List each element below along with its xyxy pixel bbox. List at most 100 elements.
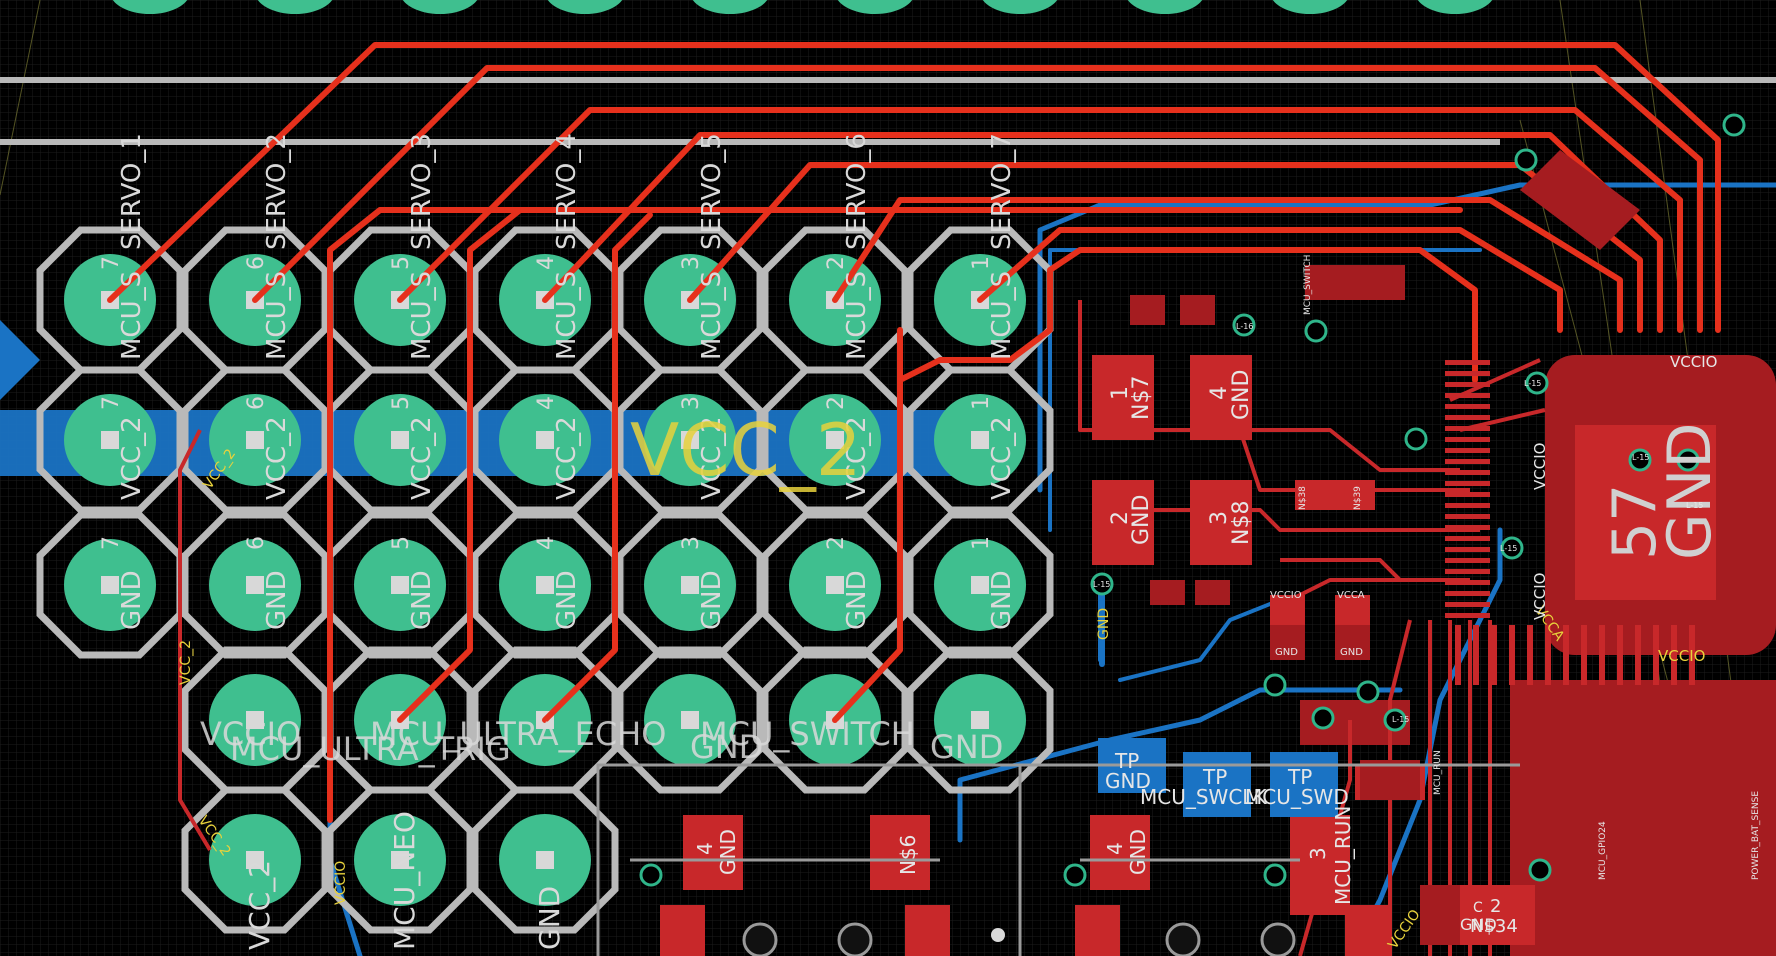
lower-pad-outline (181, 786, 329, 934)
test-points (1098, 738, 1338, 817)
tp-swd-pad[interactable] (1270, 752, 1338, 817)
via (1304, 319, 1328, 343)
vcc-pin-label: VCC_2 (987, 416, 1017, 500)
component-2-gnd (1092, 480, 1154, 565)
ic-pin (1445, 492, 1490, 497)
lower-pad-outline (616, 646, 764, 794)
header-pad-drill (101, 431, 119, 449)
lower-pad-outline (906, 646, 1054, 794)
test-point-labels: TP GND TP MCU_SWCLK TP MCU_SWD (1105, 749, 1349, 809)
gnd-pad-label-2: GND (1126, 829, 1150, 875)
pin4-label-1: 4 (693, 842, 717, 855)
gnd-pin-label: GND (407, 570, 437, 630)
lower-row-label: MCU_SWITCH (700, 715, 915, 753)
lower-bottom-label: VCC_2 (243, 860, 276, 950)
ic-pin (1445, 404, 1490, 409)
ic-pin (1445, 360, 1490, 365)
ns39-label: N$39 (1353, 486, 1363, 510)
vcca-cap-label: VCCA (1337, 590, 1365, 601)
gnd-cap-label-1: GND (1275, 647, 1298, 658)
vias (639, 113, 1746, 887)
ns38-label: N$38 (1298, 486, 1308, 510)
ic-pin (1473, 625, 1479, 685)
header-pad-drill (391, 576, 409, 594)
mcu-run-small-label: MCU_RUN (1433, 750, 1443, 795)
header-pad-drill (536, 576, 554, 594)
ic-pin (1445, 547, 1490, 552)
mcu-pin-label: MCU_S (697, 271, 727, 360)
pin-number-label: 3 (679, 536, 704, 550)
ns34-label: N$34 (1470, 916, 1518, 937)
header-pad-outline (906, 511, 1054, 659)
lower-pad-outline (761, 646, 909, 794)
pin-number-label: 6 (244, 536, 269, 550)
servo-pin-label: SERVO_3 (407, 133, 437, 250)
ic-pin (1445, 415, 1490, 420)
vcc-pin-label: VCC_2 (407, 416, 437, 500)
header-pad-drill (971, 431, 989, 449)
lower-pad-drill (391, 851, 409, 869)
ic-pin (1445, 602, 1490, 607)
module-outlines (596, 763, 1520, 956)
vcc-pin-label: VCC_2 (262, 416, 292, 500)
via (1232, 313, 1256, 337)
via (1628, 448, 1652, 472)
ic-pin (1671, 625, 1677, 685)
ic-pin (1527, 625, 1533, 685)
tp-swclk-pad[interactable] (1183, 752, 1251, 817)
ic-pin (1563, 625, 1569, 685)
header-pad-outline (906, 366, 1054, 514)
gnd4-label: GND (1229, 370, 1254, 420)
ic-pin (1445, 503, 1490, 508)
servo-pin-label: SERVO_7 (987, 133, 1017, 250)
ic-pin (1445, 613, 1490, 618)
header-pad-outline (181, 366, 329, 514)
mcu-pin-label: MCU_S (262, 271, 292, 360)
gnd-pin-label: GND (987, 570, 1017, 630)
header-labels: SERVO_17MCU_S7VCC_27GNDSERVO_26MCU_S6VCC… (99, 133, 1017, 950)
via (1090, 572, 1114, 596)
pin-number-label: 3 (679, 256, 704, 270)
l15-label-4: L-15 (1392, 715, 1409, 724)
vccio-label-vert-2: VCCIO (1531, 573, 1549, 620)
ic-pin (1509, 625, 1515, 685)
pin-number-label: 7 (99, 256, 124, 270)
pin-number-label: 2 (824, 396, 849, 410)
top-pad-row (112, 0, 1493, 14)
pin-number-label: 6 (244, 256, 269, 270)
header-pad-drill (246, 576, 264, 594)
l16-label-1: L-16 (1236, 322, 1253, 331)
header-pad-drill (536, 431, 554, 449)
l15-label-2: L-15 (1500, 544, 1517, 553)
servo-pin-label: SERVO_5 (697, 133, 727, 250)
ns34-digit: 2 (1490, 896, 1501, 917)
mcu-run-label: MCU_RUN (1331, 806, 1355, 905)
ic-pad-net: GND (1655, 422, 1725, 560)
ic-pin (1445, 437, 1490, 442)
ic-pin (1445, 382, 1490, 387)
header-pad-drill (681, 431, 699, 449)
mcu-pin-label: MCU_S (407, 271, 437, 360)
servo-pin-label: SERVO_2 (262, 133, 292, 250)
lower-row-label: GND (930, 728, 1003, 766)
l15-label-6: L-15 (1632, 453, 1649, 462)
lower-connector-pads (209, 674, 1026, 906)
lower-pad-outline (471, 786, 619, 934)
vccio-small-label-1: VCCIO (333, 861, 349, 905)
ic-pin (1445, 569, 1490, 574)
mcu-pin-label: MCU_S (552, 271, 582, 360)
ic-pin (1617, 625, 1623, 685)
via (1514, 148, 1538, 172)
via (1404, 427, 1428, 451)
ic-pin (1445, 459, 1490, 464)
ic-pin (1545, 625, 1551, 685)
pin-number-label: 5 (389, 256, 414, 270)
vcc-pin-label: VCC_2 (117, 416, 147, 500)
ns8-digit: 3 (1207, 511, 1232, 525)
via (1722, 113, 1746, 137)
power-bat-sense-label: POWER_BAT_SENSE (1751, 791, 1761, 880)
ns7-digit: 1 (1108, 386, 1133, 400)
ic-pin (1445, 371, 1490, 376)
ic-pin (1689, 625, 1695, 685)
